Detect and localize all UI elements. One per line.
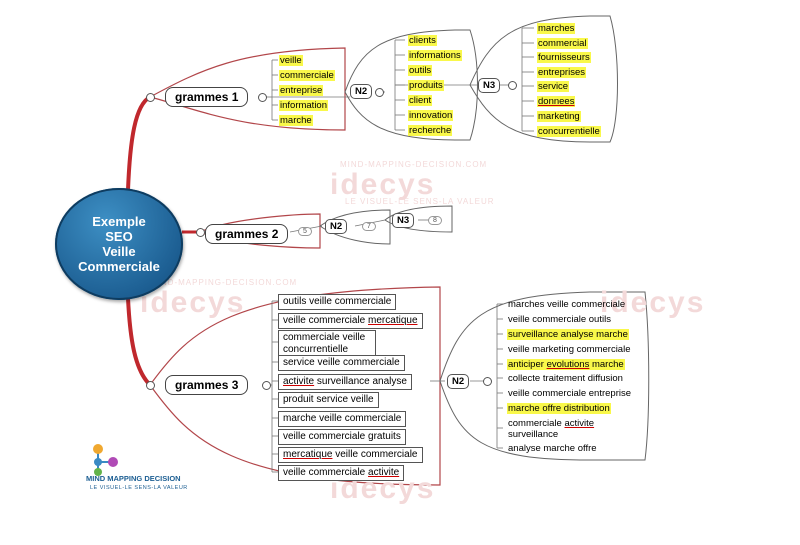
branch-3-collapse-toggle[interactable] [262, 381, 271, 390]
keyword[interactable]: commerciale [279, 70, 335, 81]
phrase-box[interactable]: marche veille commerciale [278, 411, 407, 427]
phrase[interactable]: anticiper evolutions marche [507, 359, 625, 370]
branch-grammes-1[interactable]: grammes 1 [165, 87, 249, 107]
b2-n3-node[interactable]: N3 [392, 213, 415, 228]
phrase-text-underlined: mercatique [283, 449, 333, 460]
phrase-text: veille commerciale [283, 467, 369, 478]
phrase[interactable]: marches veille commerciale [508, 299, 626, 310]
phrase-text-underlined: mercatique [368, 315, 418, 326]
phrase-text-underlined: activite [368, 467, 400, 478]
keyword[interactable]: clients [408, 35, 437, 46]
b1-n3-node[interactable]: N3 [478, 78, 501, 93]
keyword[interactable]: marketing [537, 111, 581, 122]
keyword[interactable]: entreprises [537, 67, 586, 78]
central-line-1: Exemple [92, 214, 146, 229]
phrase[interactable]: veille commerciale outils [508, 314, 611, 325]
phrase[interactable]: analyse marche offre [508, 443, 597, 454]
phrase-box[interactable]: veille commerciale activite [278, 465, 405, 481]
phrase-text: surveillance analyse [314, 376, 407, 387]
central-line-3: Veille [102, 244, 136, 259]
keyword[interactable]: donnees [537, 96, 576, 107]
phrase-text: commerciale [508, 418, 565, 429]
b1-n2-node[interactable]: N2 [350, 84, 373, 99]
phrase-text-underlined: activite [283, 376, 315, 387]
b2-collapsed-count[interactable]: 5 [298, 227, 312, 236]
branch-1-collapse-toggle[interactable] [258, 93, 267, 102]
b3-n2-node[interactable]: N2 [447, 374, 470, 389]
keyword[interactable]: commercial [537, 38, 588, 49]
keyword[interactable]: concurrentielle [537, 126, 601, 137]
phrase-text: anticiper [508, 359, 547, 370]
b2-n3-count[interactable]: 8 [428, 216, 442, 225]
keyword[interactable]: client [408, 95, 433, 106]
keyword[interactable]: innovation [408, 110, 454, 121]
central-topic[interactable]: Exemple SEO Veille Commerciale [55, 188, 183, 300]
keyword[interactable]: marche [279, 115, 313, 126]
keyword[interactable]: marches [537, 23, 576, 34]
keyword[interactable]: outils [408, 65, 433, 76]
b3-n2-toggle[interactable] [483, 377, 492, 386]
logo-name: MIND MAPPING DECISION [86, 474, 181, 483]
central-line-2: SEO [105, 229, 133, 244]
central-line-4: Commerciale [78, 259, 160, 274]
keyword[interactable]: recherche [408, 125, 453, 136]
phrase[interactable]: surveillance analyse marche [507, 329, 629, 340]
phrase[interactable]: collecte traitement diffusion [508, 373, 623, 384]
keyword[interactable]: veille [279, 55, 303, 66]
keyword[interactable]: entreprise [279, 85, 324, 96]
keyword[interactable]: service [537, 81, 570, 92]
branch-3-connector[interactable] [146, 381, 155, 390]
logo-graphic [93, 444, 118, 476]
branch-grammes-2[interactable]: grammes 2 [205, 224, 289, 244]
phrase-text: marche [589, 359, 624, 370]
keyword[interactable]: fournisseurs [537, 52, 591, 63]
phrase-text: veille commerciale [283, 315, 369, 326]
phrase-text-underlined: activite [564, 418, 595, 429]
phrase-box[interactable]: outils veille commerciale [278, 294, 397, 310]
phrase-box[interactable]: activite surveillance analyse [278, 374, 412, 390]
phrase-box[interactable]: produit service veille [278, 392, 379, 408]
phrase-text: surveillance [508, 429, 559, 440]
phrase[interactable]: veille marketing commerciale [508, 344, 631, 355]
b1-n2-toggle[interactable] [375, 88, 384, 97]
phrase-box[interactable]: mercatique veille commerciale [278, 447, 423, 463]
phrase[interactable]: marche offre distribution [507, 403, 611, 414]
logo-tagline: LE VISUEL-LE SENS-LA VALEUR [90, 485, 188, 491]
b1-n3-toggle[interactable] [508, 81, 517, 90]
phrase-box[interactable]: service veille commerciale [278, 355, 405, 371]
phrase-text: veille commerciale [332, 449, 418, 460]
phrase-text-underlined: evolutions [546, 359, 590, 370]
phrase[interactable]: veille commerciale entreprise [508, 388, 632, 399]
b2-n2-count[interactable]: 7 [362, 222, 376, 231]
keyword[interactable]: information [279, 100, 328, 111]
branch-grammes-3[interactable]: grammes 3 [165, 375, 249, 395]
phrase-box[interactable]: veille commerciale mercatique [278, 313, 423, 329]
keyword[interactable]: produits [408, 80, 444, 91]
phrase[interactable]: commerciale activite surveillance [507, 418, 609, 440]
phrase-box[interactable]: veille commerciale gratuits [278, 429, 406, 445]
keyword[interactable]: informations [408, 50, 462, 61]
branch-1-connector[interactable] [146, 93, 155, 102]
branch-2-connector[interactable] [196, 228, 205, 237]
b2-n2-node[interactable]: N2 [325, 219, 348, 234]
phrase-box[interactable]: commerciale veille concurrentielle [278, 330, 376, 358]
